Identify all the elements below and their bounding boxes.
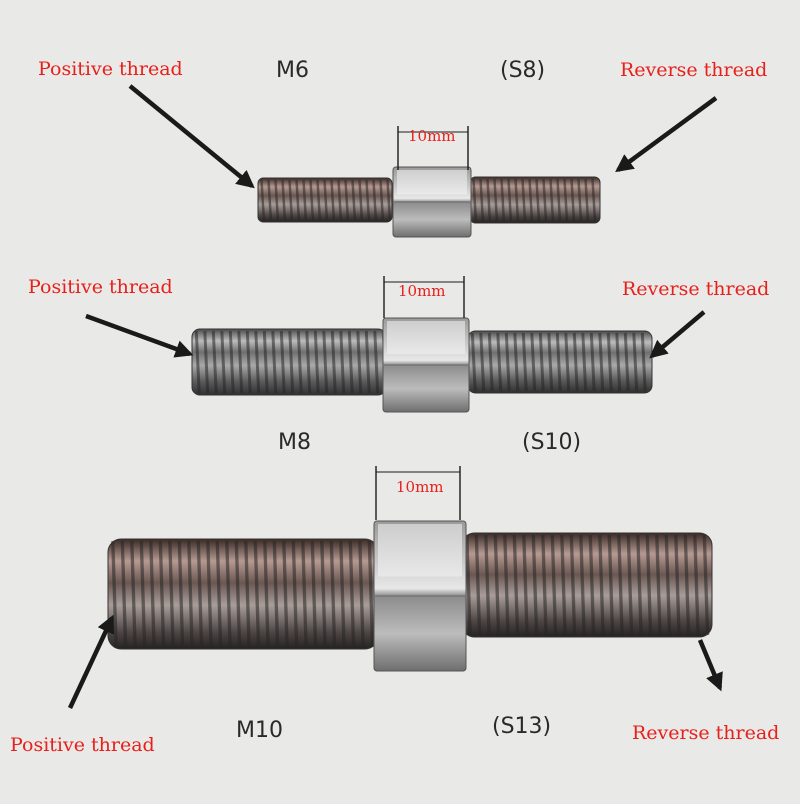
thread-size-m8: M8 xyxy=(278,430,311,455)
positive-thread-label-m8: Positive thread xyxy=(28,276,173,298)
arrow-m10-positive xyxy=(67,614,115,709)
hex-width-label-m6: 10mm xyxy=(408,127,456,145)
bolt-m6-left-thread-grooves xyxy=(260,179,392,221)
arrow-m6-positive xyxy=(128,84,255,189)
bolt-m10-nut-highlight xyxy=(378,524,462,577)
hex-size-s10: (S10) xyxy=(522,430,582,455)
arrow-m10-reverse xyxy=(697,639,723,692)
reverse-thread-label-m8: Reverse thread xyxy=(622,278,770,300)
reverse-thread-label-m10: Reverse thread xyxy=(632,722,780,744)
positive-thread-label-m6: Positive thread xyxy=(38,58,183,80)
bolt-m10-left-thread-body xyxy=(108,539,378,649)
bolt-m8-right-thread-grooves xyxy=(470,332,647,392)
positive-thread-label-m10: Positive thread xyxy=(10,734,155,756)
hex-width-label-m8: 10mm xyxy=(398,282,446,300)
hex-size-s13: (S13) xyxy=(492,714,552,739)
reverse-thread-label-m6: Reverse thread xyxy=(620,59,768,81)
thread-size-m10: M10 xyxy=(236,718,283,743)
bolt-m10-left-thread-grooves xyxy=(111,540,375,648)
bolt-m8-nut-highlight xyxy=(387,321,465,354)
hex-size-s8: (S8) xyxy=(500,58,546,83)
bolt-m6-left-thread-outline xyxy=(257,177,393,223)
thread-size-m6: M6 xyxy=(276,58,309,83)
hex-width-label-m10: 10mm xyxy=(396,478,444,496)
arrow-m8-positive xyxy=(85,313,194,358)
bolt-m6-nut-highlight xyxy=(397,170,467,195)
bolt-m6-right-thread-grooves xyxy=(472,178,597,222)
arrow-m8-reverse xyxy=(649,310,706,359)
bolt-m8-left-thread-grooves xyxy=(194,330,388,394)
bolt-m10-right-thread-grooves xyxy=(465,534,710,636)
arrow-m6-reverse xyxy=(615,96,718,173)
